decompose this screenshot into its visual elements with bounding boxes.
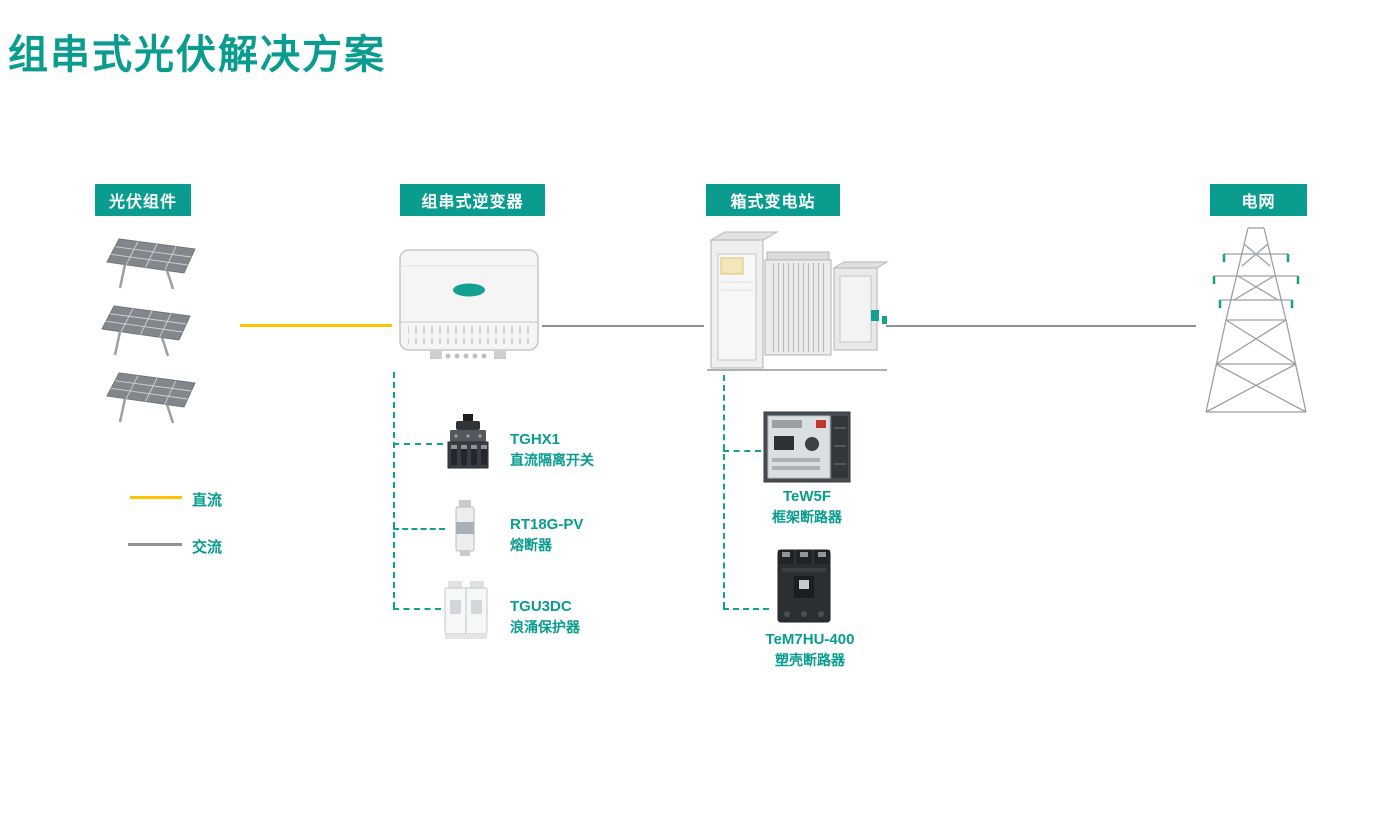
tem7hu-model: TeM7HU-400 — [765, 631, 855, 648]
badge-substation: 箱式变电站 — [706, 184, 840, 216]
tghx1-name: 直流隔离开关 — [510, 452, 594, 468]
tew5f-model: TeW5F — [782, 488, 832, 505]
inverter-branch-line — [393, 372, 395, 608]
label-rt18g-pv: RT18G-PV 熔断器 — [510, 515, 583, 555]
badge-inverter: 组串式逆变器 — [400, 184, 545, 216]
tem7hu-name: 塑壳断路器 — [775, 652, 845, 668]
substation-branch-tem7hu — [723, 608, 769, 610]
inverter-branch-tgu3dc — [393, 608, 441, 610]
badge-grid: 电网 — [1210, 184, 1307, 216]
tghx1-model: TGHX1 — [510, 431, 561, 448]
solar-panel-icon — [101, 305, 191, 357]
substation-illustration — [707, 231, 889, 371]
solar-panel-icon — [106, 372, 196, 424]
substation-branch-line — [723, 375, 725, 608]
tew5f-product-image — [763, 411, 851, 483]
dc-line-pv-to-inverter — [240, 324, 392, 327]
label-tem7hu-400: TeM7HU-400 塑壳断路器 — [745, 630, 875, 670]
label-tghx1: TGHX1 直流隔离开关 — [510, 430, 594, 470]
solar-panel-icon — [106, 238, 196, 290]
badge-pv-modules: 光伏组件 — [95, 184, 191, 216]
ac-line-inverter-to-substation — [542, 325, 704, 327]
tgu3dc-model: TGU3DC — [510, 598, 572, 615]
legend-ac-label: 交流 — [192, 539, 223, 556]
rt18g-model: RT18G-PV — [510, 516, 584, 533]
page-title: 组串式光伏解决方案 — [8, 33, 386, 77]
transmission-tower-icon — [1205, 227, 1307, 413]
label-tgu3dc: TGU3DC 浪涌保护器 — [510, 597, 580, 637]
rt18g-name: 熔断器 — [510, 537, 552, 553]
inverter-illustration — [399, 249, 539, 359]
tew5f-name: 框架断路器 — [772, 509, 842, 525]
inverter-branch-rt18g — [393, 528, 445, 530]
tgu3dc-product-image — [444, 581, 488, 639]
legend-dc-swatch — [130, 496, 182, 499]
tgu3dc-name: 浪涌保护器 — [510, 619, 580, 635]
inverter-branch-tghx1 — [393, 443, 443, 445]
substation-branch-tew5f — [723, 450, 761, 452]
tem7hu-400-product-image — [777, 549, 831, 623]
label-tew5f: TeW5F 框架断路器 — [752, 487, 862, 527]
legend-dc-label: 直流 — [192, 492, 223, 509]
legend-ac-swatch — [128, 543, 182, 546]
rt18g-pv-product-image — [455, 500, 475, 556]
tghx1-product-image — [447, 414, 489, 469]
ac-line-substation-to-grid — [886, 325, 1196, 327]
